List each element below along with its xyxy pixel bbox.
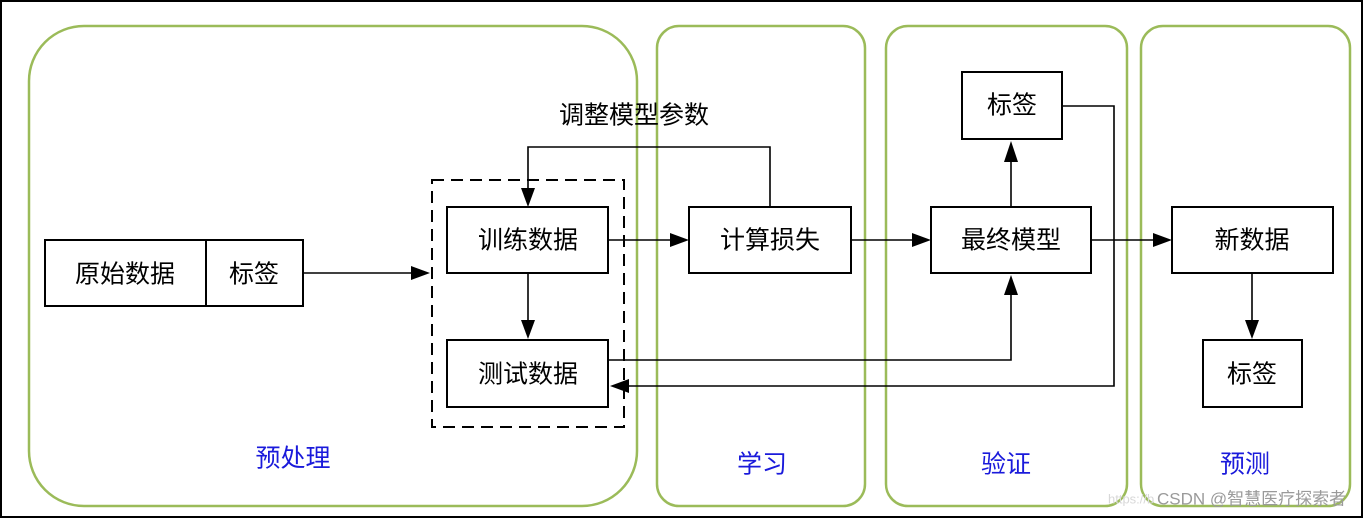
raw-label-label: 标签 <box>229 260 279 289</box>
node-raw-data: 原始数据 标签 <box>44 239 304 307</box>
arrowhead <box>912 233 931 247</box>
arrowhead <box>610 379 629 393</box>
arrowhead <box>521 320 535 339</box>
watermark-text: CSDN @智慧医疗探索者 <box>1157 490 1346 509</box>
final-model-label: 最终模型 <box>961 226 1061 255</box>
compute-loss-label: 计算损失 <box>720 226 820 255</box>
node-new-data: 新数据 <box>1171 206 1334 274</box>
edge-label-to-test <box>628 105 1115 387</box>
node-model-label: 标签 <box>961 71 1063 140</box>
adjust-params-label: 调整模型参数 <box>559 101 709 130</box>
test-data-label: 测试数据 <box>478 360 578 389</box>
raw-data-label: 原始数据 <box>75 260 175 289</box>
stage-learn <box>655 24 867 508</box>
arrowhead <box>411 266 430 280</box>
node-train-data: 训练数据 <box>446 206 609 274</box>
connectors <box>303 105 1259 393</box>
arrowhead <box>1153 233 1172 247</box>
node-test-data: 测试数据 <box>446 339 609 408</box>
arrowhead <box>1245 320 1259 339</box>
edge-test-to-model <box>608 294 1012 361</box>
arrowhead <box>1004 141 1018 162</box>
node-compute-loss: 计算损失 <box>688 206 852 274</box>
node-predict-label: 标签 <box>1202 339 1303 408</box>
stage-validate <box>884 24 1129 508</box>
watermark-url: https://b <box>1108 492 1154 507</box>
new-data-label: 新数据 <box>1214 226 1289 255</box>
model-label-label: 标签 <box>987 91 1037 120</box>
train-data-label: 训练数据 <box>478 226 578 255</box>
edge-loss-feedback <box>527 146 771 207</box>
arrowhead <box>521 188 535 207</box>
stage-preprocess-label: 预处理 <box>255 444 330 473</box>
arrowhead <box>1004 275 1018 295</box>
stage-learn-label: 学习 <box>737 450 787 479</box>
predict-label-label: 标签 <box>1227 360 1277 389</box>
node-final-model: 最终模型 <box>930 206 1092 274</box>
stage-validate-label: 验证 <box>981 450 1031 479</box>
stage-predict-label: 预测 <box>1220 450 1270 479</box>
stage-preprocess <box>27 24 639 508</box>
arrowhead <box>670 233 689 247</box>
stage-predict <box>1139 24 1352 508</box>
